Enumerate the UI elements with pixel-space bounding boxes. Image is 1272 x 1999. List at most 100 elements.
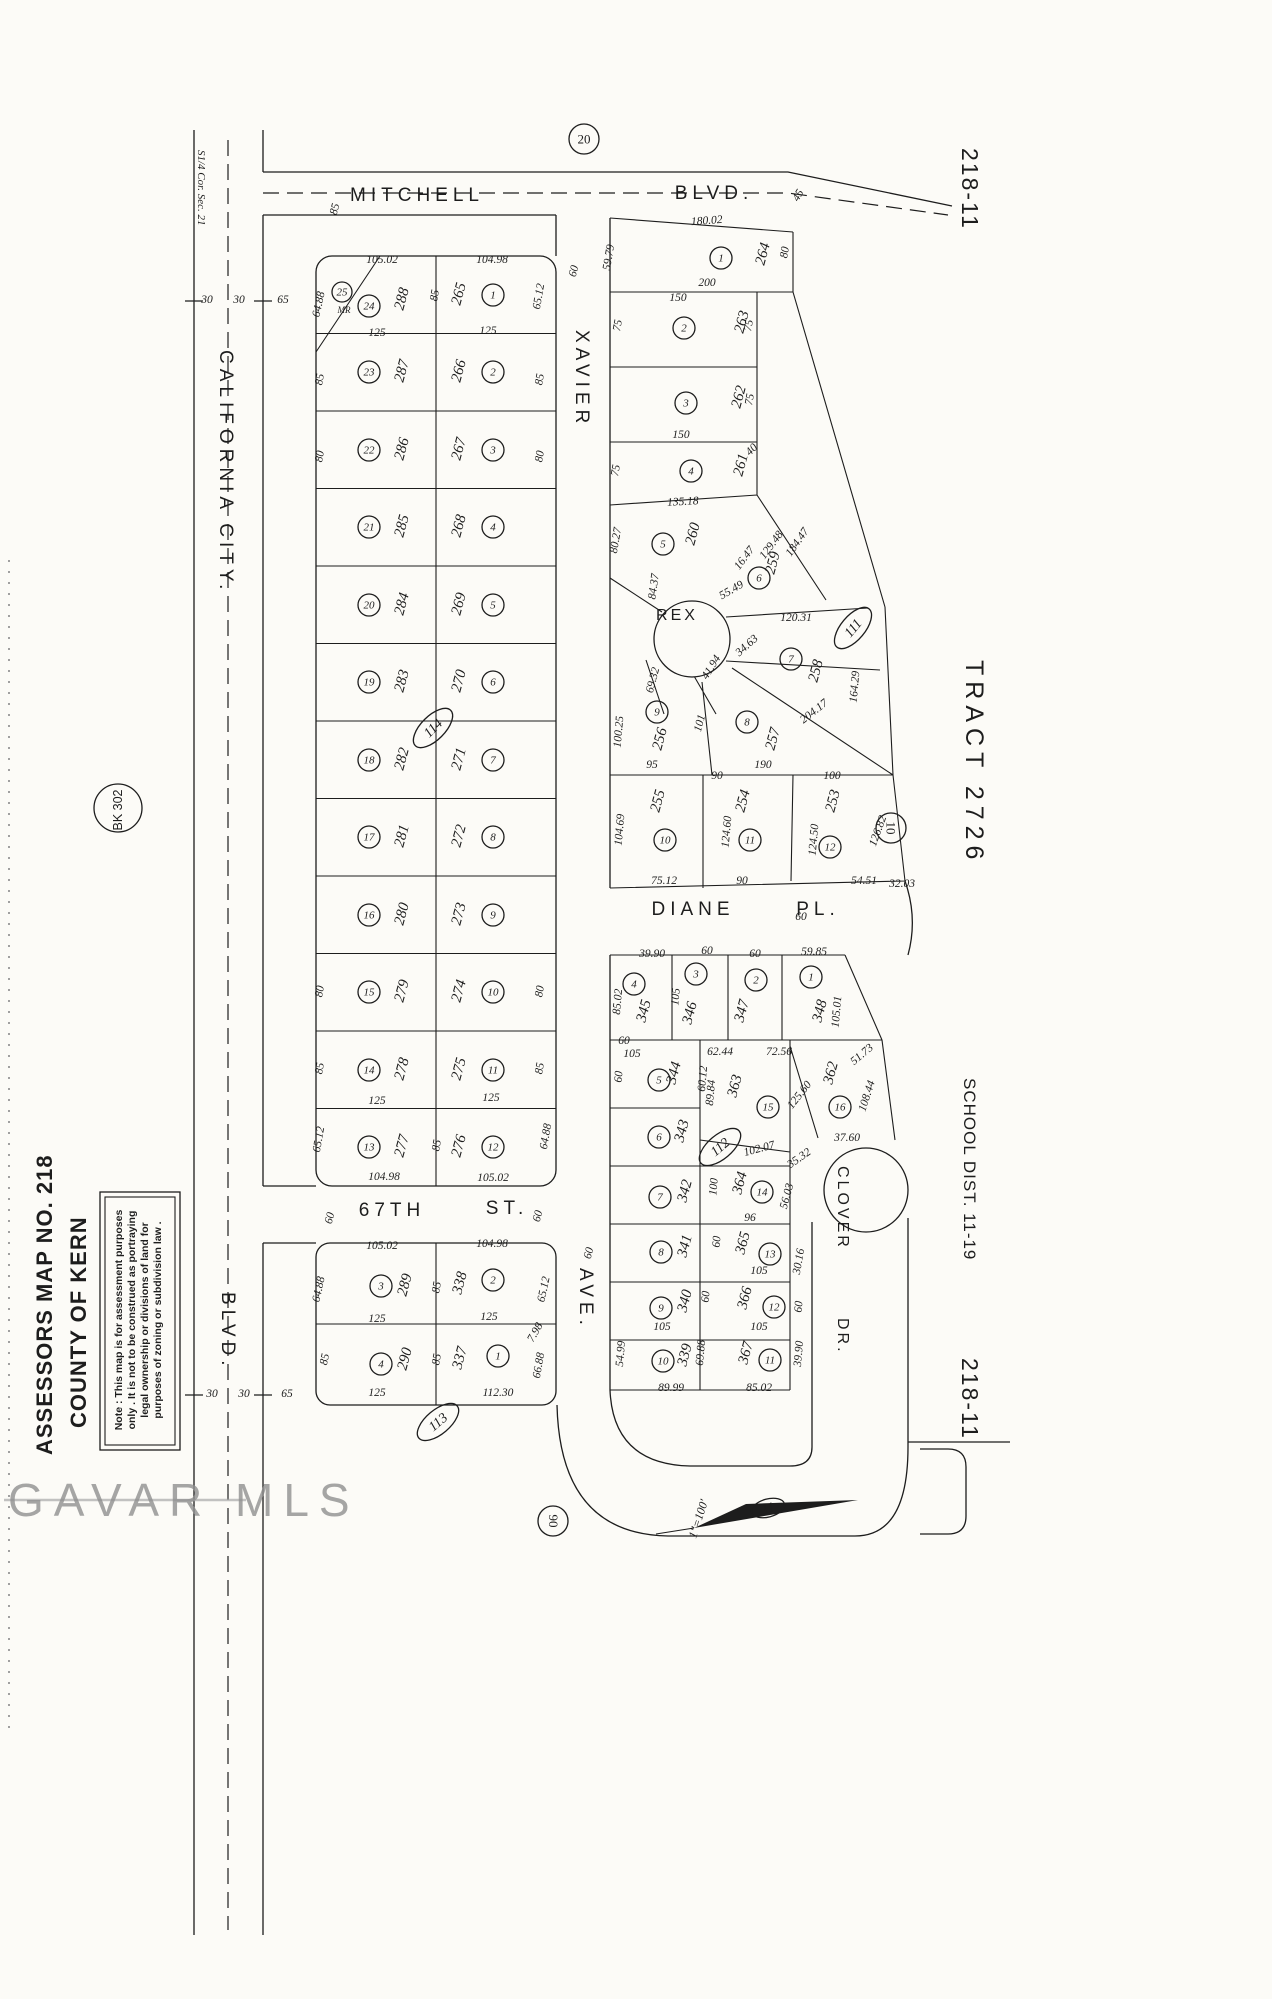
lot-number-label: 253	[822, 788, 843, 814]
sheet-code-bottom-right: 218-11	[957, 1358, 983, 1440]
lot-index-circle	[357, 825, 381, 849]
dimension-label: 69.88	[694, 1339, 708, 1366]
dimension-label: 89.84	[704, 1079, 718, 1106]
dimension-label: 37.60	[833, 1132, 860, 1144]
section-ring-number: 20	[578, 132, 591, 147]
lot-index-number: 16	[835, 1102, 847, 1114]
street-label-california-city: CALIFORNIA CITY.	[215, 350, 236, 594]
dimension-label: 85.02	[611, 988, 625, 1015]
dimension-label: 102.07	[742, 1139, 777, 1159]
lot-index-circle	[481, 1135, 505, 1159]
dimension-label: 104.98	[476, 254, 508, 266]
block-oval-outline	[750, 1497, 786, 1519]
lot-number-label: 286	[391, 436, 412, 462]
assessment-note-text: Note : This map is for assessment purpos…	[113, 1210, 164, 1431]
dimension-label: 39.90	[638, 948, 665, 960]
lot-number-label: 271	[448, 746, 469, 772]
dimension-label: 30	[232, 294, 245, 306]
lot-number-label: 347	[731, 997, 753, 1025]
lot-index-circle	[357, 1135, 381, 1159]
dimension-label: 55.49	[717, 579, 746, 602]
lot-index-number: 24	[364, 301, 376, 313]
clover-cul-de-sac-bulb	[823, 1147, 909, 1233]
book-302-circle	[93, 783, 143, 833]
lot-index-circle	[357, 360, 381, 384]
dimension-label: 125	[368, 327, 386, 339]
lot-number-label: 258	[805, 658, 826, 684]
dimension-label: 65	[277, 294, 289, 306]
dimension-label: 60	[795, 911, 807, 923]
lot-index-circle	[622, 972, 646, 996]
dimension-label: 75	[611, 319, 625, 333]
dimension-label: 60	[613, 1070, 626, 1083]
lot-index-number: 16	[364, 910, 376, 922]
dimension-label: 64.88	[311, 1275, 328, 1303]
dimension-label: 105	[669, 987, 682, 1005]
dimension-label: 75.12	[651, 875, 677, 887]
north-arrow-tail	[655, 1527, 695, 1535]
dimension-label: 75	[609, 464, 623, 478]
block-oval-outline	[698, 1127, 742, 1167]
lot-index-circle	[481, 438, 505, 462]
lot-index-number: 12	[769, 1302, 781, 1314]
lot-index-number: 3	[692, 969, 699, 981]
dimension-label: 125	[480, 1311, 498, 1323]
dimension-label: 96	[744, 1212, 756, 1224]
lot-index-number: 10	[488, 987, 500, 999]
lot-number-label: 363	[724, 1073, 746, 1100]
lot-number-label: 273	[448, 901, 469, 927]
street-label-67th-st: ST.	[486, 1198, 528, 1219]
lot-index-circle	[481, 748, 505, 772]
lot-number-label: 366	[734, 1285, 756, 1312]
street-label-rex: REX	[656, 607, 698, 624]
street-label-67th: 67TH	[359, 1200, 425, 1221]
dimension-label: 85	[430, 1353, 444, 1367]
lot-index-number: 10	[658, 1356, 670, 1368]
lot-number-label: 281	[391, 823, 412, 849]
lot-index-circle	[647, 1068, 671, 1092]
dimension-label: 200	[698, 277, 716, 289]
dimension-label: 54.51	[851, 875, 877, 887]
dimension-label: 85	[313, 1062, 327, 1076]
dimension-label: 100.25	[612, 715, 627, 748]
lot-index-number: 4	[688, 466, 694, 478]
lot-index-circle	[747, 566, 771, 590]
dimension-label: 60	[711, 1235, 724, 1248]
lot-index-circle	[357, 980, 381, 1004]
lot-number-label: 277	[391, 1132, 413, 1159]
dimension-label: 104.69	[613, 813, 628, 846]
lot-number-label: 266	[448, 358, 469, 384]
lot-index-number: 5	[490, 600, 496, 612]
lot-index-circle	[828, 1095, 852, 1119]
block-oval-outline	[412, 707, 454, 749]
dimension-label: 30.16	[791, 1247, 808, 1276]
lot-index-number: 8	[490, 832, 496, 844]
lot-number-label: 337	[449, 1344, 471, 1372]
lot-number-label: 367	[735, 1339, 757, 1367]
lot-number-label: 348	[809, 998, 831, 1025]
lot-number-label: 265	[448, 281, 469, 307]
lot-index-number: 2	[753, 975, 759, 987]
lot-index-number: 9	[658, 1303, 664, 1315]
dimension-label: 135.18	[667, 495, 699, 509]
lot-index-number: 9	[490, 910, 496, 922]
lot-number-label: 288	[391, 286, 412, 312]
dimension-label: 85.02	[746, 1382, 772, 1394]
lot-index-circle	[357, 903, 381, 927]
lot-number-label: 290	[394, 1346, 415, 1372]
lot-index-circle	[486, 1344, 510, 1368]
block-number: 113	[426, 1411, 451, 1435]
dimension-label: 65.12	[531, 282, 547, 310]
dimension-label: 180.02	[691, 214, 724, 228]
dimension-label: 104.98	[476, 1238, 508, 1250]
lot-index-circle	[744, 968, 768, 992]
block-number: 11	[760, 1500, 776, 1518]
lot-index-number: 1	[808, 972, 814, 984]
lot-index-circle	[481, 903, 505, 927]
lot-index-number: 23	[364, 367, 376, 379]
dimension-label: 120.31	[780, 612, 812, 624]
lot-index-number: 11	[745, 835, 755, 847]
lot-number-label: 339	[674, 1342, 696, 1369]
lot-index-number: 7	[490, 755, 496, 767]
lot-number-label: 285	[391, 513, 412, 539]
